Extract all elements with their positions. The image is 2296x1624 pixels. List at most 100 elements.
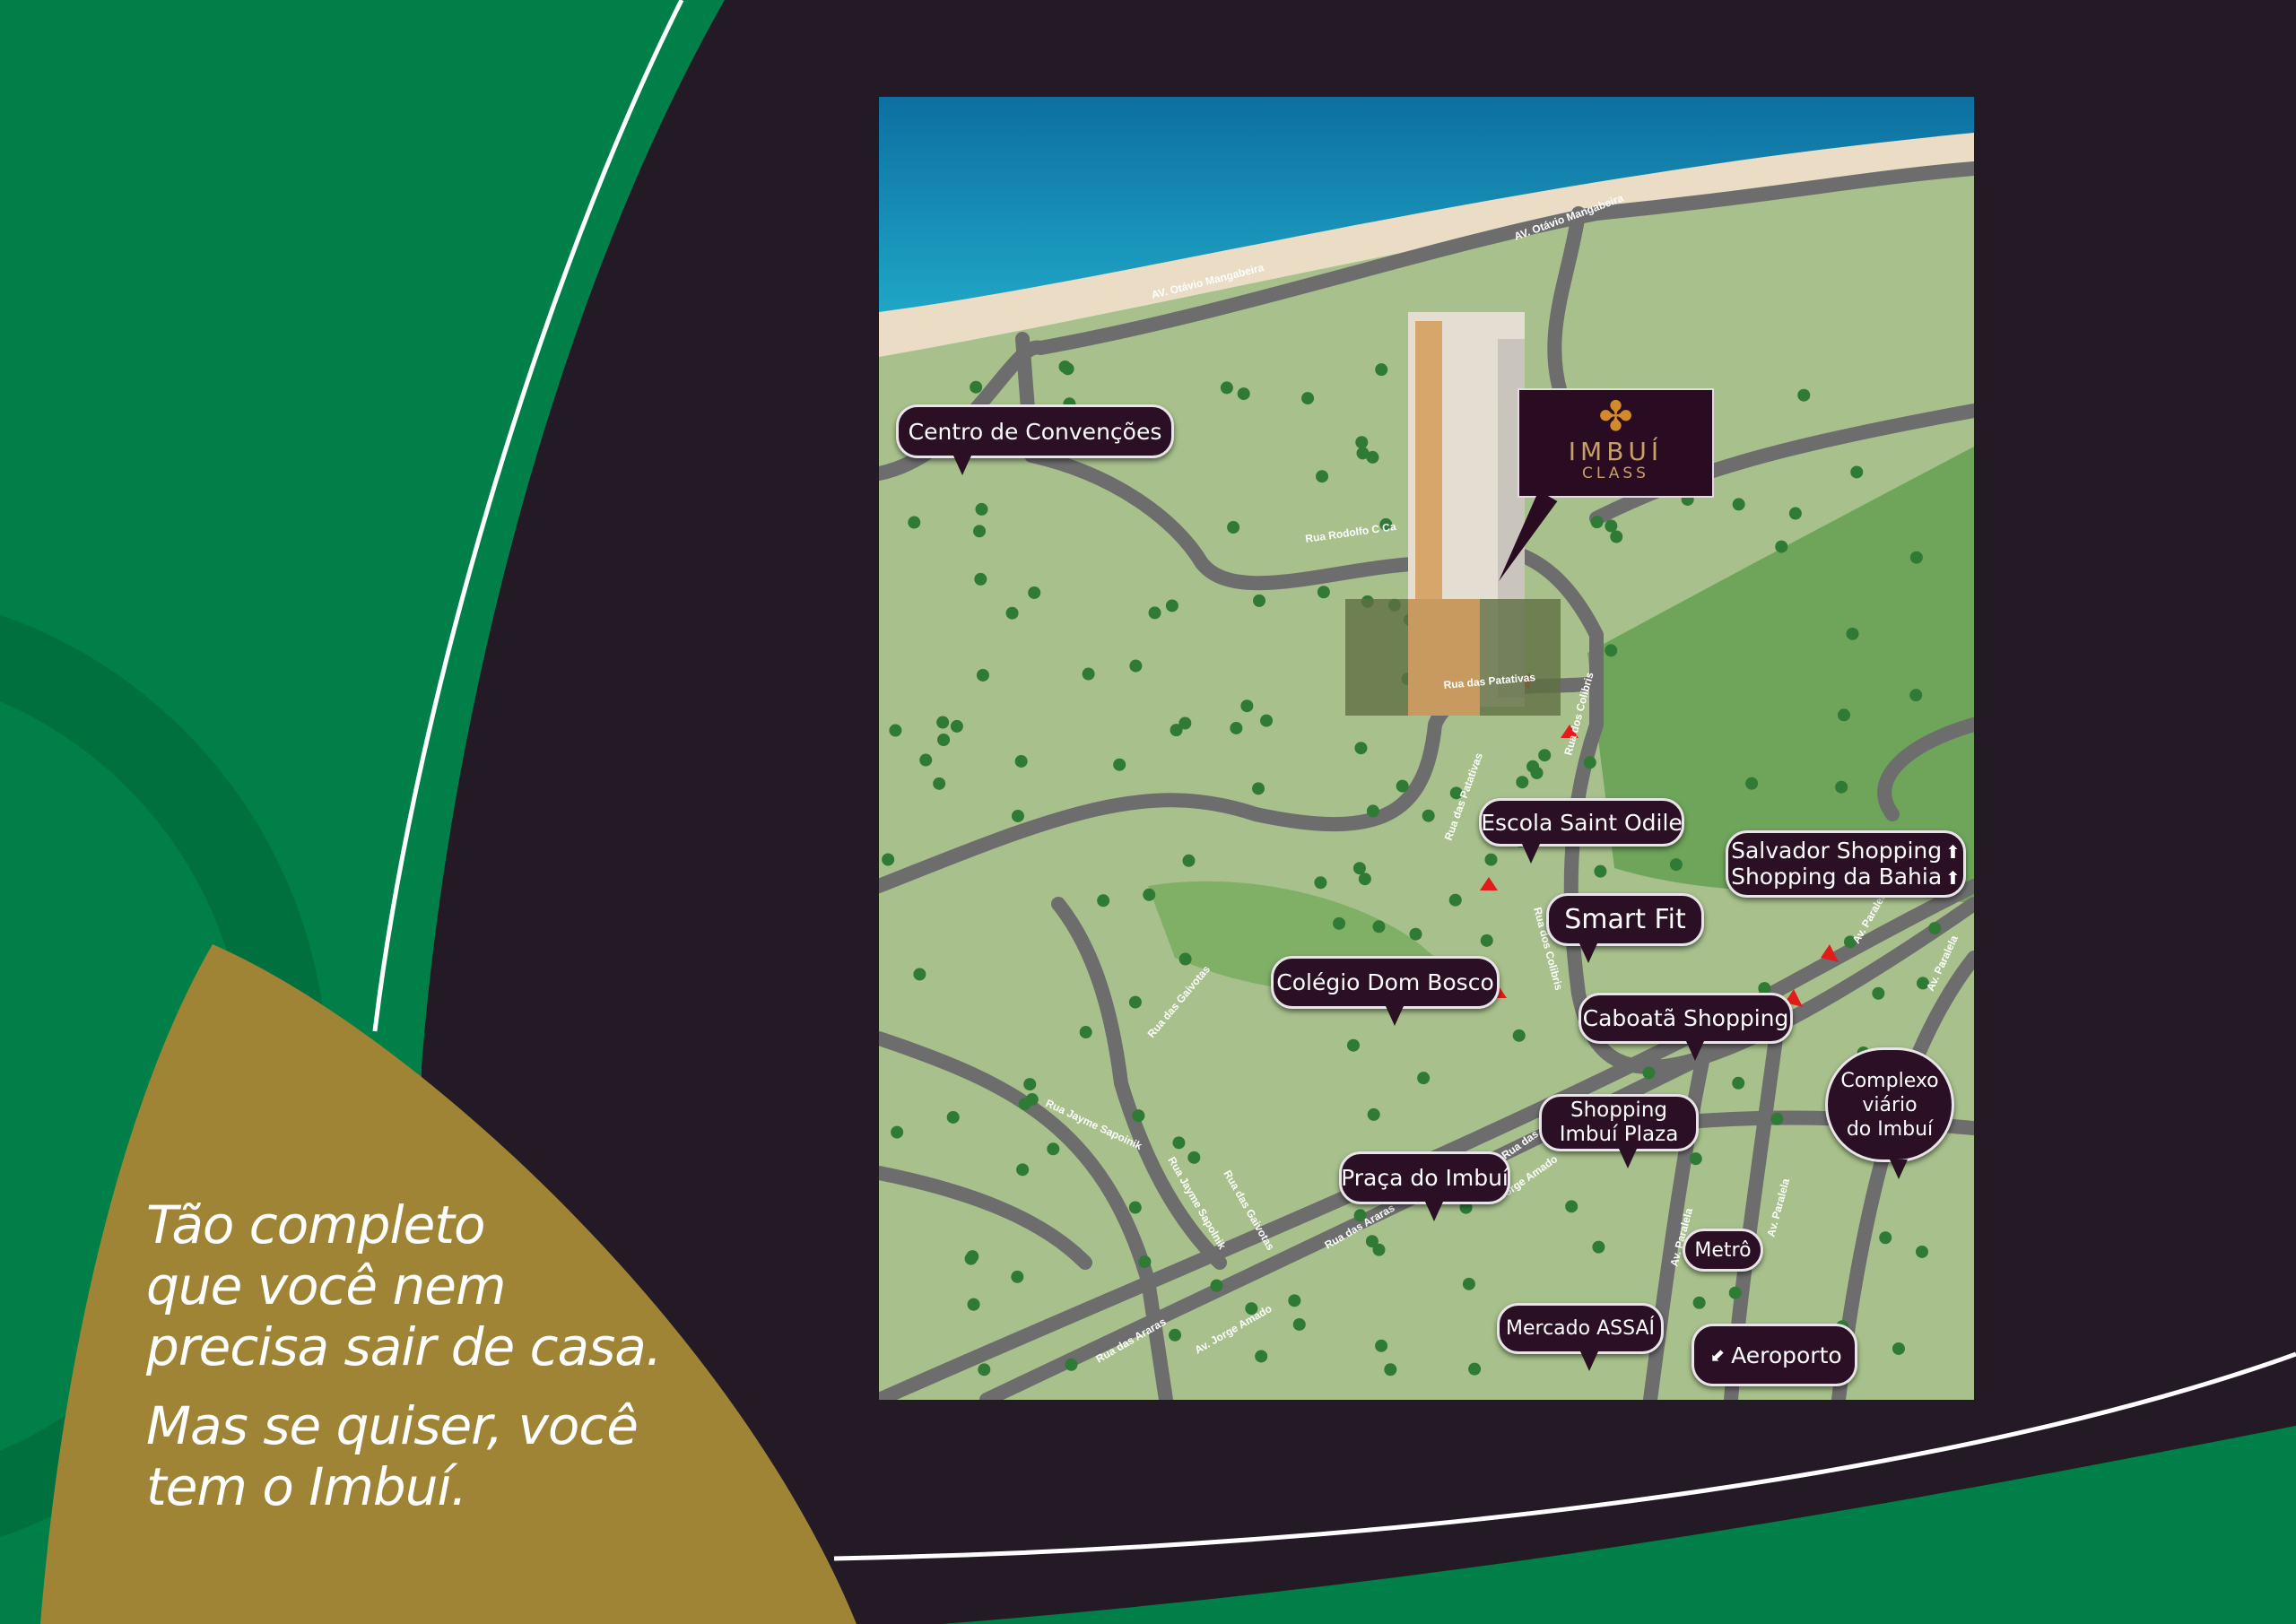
tree xyxy=(1023,1078,1037,1091)
tree xyxy=(1592,1240,1605,1254)
tree xyxy=(1872,986,1885,1000)
tree xyxy=(1468,1362,1482,1376)
tree xyxy=(1538,749,1552,762)
tree xyxy=(1165,599,1178,612)
tree xyxy=(967,1298,980,1311)
tree xyxy=(1605,519,1618,533)
callout-colegio-dom-bosco[interactable]: Colégio Dom Bosco xyxy=(1271,956,1500,1026)
callout-shoppings[interactable]: Salvador Shopping⬆ Shopping da Bahia⬆ xyxy=(1726,830,1966,898)
tree xyxy=(1843,935,1857,949)
callout-caboata-shopping[interactable]: Caboatã Shopping xyxy=(1578,993,1793,1061)
callout-centro-convencoes[interactable]: Centro de Convenções xyxy=(896,404,1174,475)
callout-label: Centro de Convenções xyxy=(908,418,1162,445)
tree xyxy=(950,719,963,733)
tree xyxy=(946,1110,960,1124)
arrow-up-icon: ⬆ xyxy=(1945,840,1961,863)
tree xyxy=(1353,1209,1367,1222)
tree xyxy=(1417,1072,1431,1085)
tree xyxy=(1138,1255,1152,1269)
tree xyxy=(1879,1231,1892,1245)
callout-line: Shopping da Bahia⬆ xyxy=(1731,864,1961,890)
callout-label: Shopping da Bahia xyxy=(1731,863,1943,890)
tree xyxy=(937,733,951,746)
logo-name: IMBUÍ xyxy=(1568,437,1664,466)
tree xyxy=(964,1252,978,1265)
tree xyxy=(1128,1201,1142,1214)
tree xyxy=(1669,858,1683,872)
green-wedge-bottom xyxy=(942,1426,2296,1624)
tagline-part2: Mas se quiser, você tem o Imbuí. xyxy=(146,1395,639,1517)
tree xyxy=(1728,1286,1742,1299)
tree xyxy=(1732,1076,1745,1090)
tree xyxy=(978,1363,991,1376)
tagline-part1: Tão completo que você nem precisa sair d… xyxy=(146,1194,662,1377)
callout-complexo-viario[interactable]: Complexo viário do Imbuí xyxy=(1825,1047,1954,1179)
tree xyxy=(1220,381,1233,395)
callout-line: viário xyxy=(1862,1093,1918,1116)
callout-line: Imbuí Plaza xyxy=(1559,1123,1679,1146)
tree xyxy=(1892,1342,1905,1355)
tree xyxy=(1459,1201,1473,1214)
imbui-class-logo: ✤ IMBUÍ CLASS xyxy=(1518,388,1714,498)
callout-smart-fit[interactable]: Smart Fit xyxy=(1546,893,1704,963)
tree xyxy=(1384,1363,1397,1376)
tree xyxy=(1583,756,1596,769)
tree xyxy=(1178,952,1192,966)
tree xyxy=(1016,1163,1030,1177)
callout-label: Escola Saint Odile xyxy=(1481,809,1683,836)
gold-shape xyxy=(40,944,857,1624)
tower xyxy=(1345,312,1561,716)
logo-sub: CLASS xyxy=(1582,465,1649,482)
tree xyxy=(1449,786,1463,800)
tree xyxy=(1011,809,1024,822)
callout-metro[interactable]: Metrô xyxy=(1683,1229,1763,1272)
tree xyxy=(1230,721,1243,734)
callout-aeroporto[interactable]: ⬆Aeroporto xyxy=(1692,1324,1857,1386)
tree xyxy=(1516,776,1529,789)
tree xyxy=(1178,716,1192,730)
tree xyxy=(889,724,902,737)
tree xyxy=(936,716,950,729)
tree xyxy=(1590,516,1604,529)
callout-label: Caboatã Shopping xyxy=(1582,1005,1789,1031)
tree xyxy=(1692,1296,1706,1309)
callout-line: do Imbuí xyxy=(1846,1117,1934,1141)
tree xyxy=(1916,977,1929,990)
callout-praca-do-imbui[interactable]: Praça do Imbuí xyxy=(1339,1151,1510,1221)
tree xyxy=(1770,1112,1784,1125)
tree xyxy=(1367,1107,1380,1121)
tree xyxy=(1788,507,1802,520)
tree xyxy=(1356,447,1370,460)
tree xyxy=(1245,1302,1258,1316)
callout-mercado-assai[interactable]: Mercado ASSAÍ xyxy=(1497,1303,1664,1371)
tree xyxy=(1292,1317,1306,1331)
tree xyxy=(1909,551,1923,564)
tree xyxy=(1252,782,1265,795)
tagline-line: tem o Imbuí. xyxy=(146,1456,467,1517)
tree xyxy=(1610,530,1623,543)
callout-line: Shopping xyxy=(1570,1099,1667,1122)
tree xyxy=(1594,864,1607,878)
tree xyxy=(1837,708,1850,722)
callout-escola-saint-odile[interactable]: Escola Saint Odile xyxy=(1479,798,1684,864)
tagline-line: que você nem xyxy=(146,1255,506,1316)
tree xyxy=(1358,873,1371,886)
tagline-line: Mas se quiser, você xyxy=(146,1395,639,1456)
tree xyxy=(1333,916,1346,930)
tree xyxy=(1317,586,1330,599)
tree xyxy=(1462,1277,1475,1290)
callout-shopping-imbui-plaza[interactable]: Shopping Imbuí Plaza xyxy=(1539,1094,1699,1168)
tree xyxy=(1288,1294,1301,1307)
tree xyxy=(1850,465,1864,479)
tree xyxy=(1301,392,1315,405)
tree xyxy=(1025,1093,1039,1107)
tree xyxy=(1187,1151,1201,1164)
tagline-line: precisa sair de casa. xyxy=(146,1316,662,1377)
callout-label: Salvador Shopping xyxy=(1731,837,1943,864)
callout-label: Metrô xyxy=(1694,1238,1752,1262)
tree xyxy=(1366,450,1379,464)
tree xyxy=(1526,760,1540,773)
tree xyxy=(976,668,989,682)
callout-label: Smart Fit xyxy=(1564,904,1686,935)
